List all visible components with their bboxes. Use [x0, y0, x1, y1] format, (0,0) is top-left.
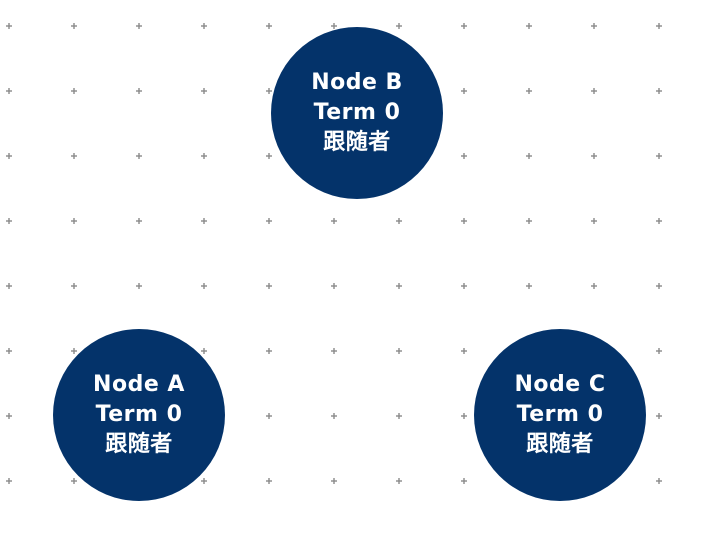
grid-dot: [396, 348, 402, 354]
node-a-role: 跟随者: [105, 432, 173, 457]
grid-dot: [526, 153, 532, 159]
grid-dot: [266, 153, 272, 159]
grid-dot: [591, 283, 597, 289]
grid-dot: [591, 218, 597, 224]
grid-dot: [136, 153, 142, 159]
grid-dot: [266, 413, 272, 419]
node-b-name: Node B: [311, 70, 403, 95]
grid-dot: [396, 283, 402, 289]
grid-dot: [201, 153, 207, 159]
node-b[interactable]: Node B Term 0 跟随者: [271, 27, 443, 199]
grid-dot: [201, 88, 207, 94]
grid-dot: [591, 23, 597, 29]
grid-dot: [6, 88, 12, 94]
grid-dot: [526, 218, 532, 224]
grid-dot: [396, 23, 402, 29]
grid-dot: [461, 153, 467, 159]
grid-dot: [6, 153, 12, 159]
grid-dot: [656, 88, 662, 94]
grid-dot: [396, 413, 402, 419]
grid-dot: [201, 283, 207, 289]
grid-dot: [461, 413, 467, 419]
grid-dot: [6, 413, 12, 419]
grid-dot: [591, 88, 597, 94]
grid-dot: [656, 153, 662, 159]
grid-dot: [526, 88, 532, 94]
grid-dot: [526, 23, 532, 29]
grid-dot: [331, 348, 337, 354]
grid-dot: [656, 478, 662, 484]
grid-dot: [136, 88, 142, 94]
grid-dot: [71, 153, 77, 159]
grid-dot: [656, 413, 662, 419]
grid-dot: [656, 283, 662, 289]
grid-dot: [656, 218, 662, 224]
node-c-name: Node C: [514, 372, 606, 397]
grid-dot: [331, 283, 337, 289]
grid-dot: [201, 23, 207, 29]
node-a-term: Term 0: [95, 402, 183, 427]
grid-dot: [6, 478, 12, 484]
node-b-term: Term 0: [313, 100, 401, 125]
grid-dot: [266, 283, 272, 289]
node-c[interactable]: Node C Term 0 跟随者: [474, 329, 646, 501]
grid-dot: [71, 218, 77, 224]
grid-dot: [461, 88, 467, 94]
grid-dot: [266, 23, 272, 29]
grid-dot: [71, 88, 77, 94]
grid-dot: [266, 478, 272, 484]
grid-dot: [656, 348, 662, 354]
grid-dot: [331, 478, 337, 484]
grid-dot: [201, 478, 207, 484]
grid-dot: [201, 218, 207, 224]
node-c-role: 跟随者: [526, 432, 594, 457]
grid-dot: [331, 413, 337, 419]
grid-dot: [266, 348, 272, 354]
grid-dot: [136, 23, 142, 29]
grid-dot: [201, 348, 207, 354]
grid-dot: [6, 348, 12, 354]
node-c-term: Term 0: [516, 402, 604, 427]
grid-dot: [6, 283, 12, 289]
grid-dot: [396, 478, 402, 484]
node-a-name: Node A: [93, 372, 185, 397]
grid-dot: [331, 218, 337, 224]
grid-dot: [71, 283, 77, 289]
grid-dot: [331, 23, 337, 29]
grid-dot: [461, 283, 467, 289]
grid-dot: [396, 218, 402, 224]
grid-dot: [136, 283, 142, 289]
grid-dot: [136, 218, 142, 224]
grid-dot: [526, 283, 532, 289]
grid-dot: [71, 478, 77, 484]
grid-dot: [6, 23, 12, 29]
grid-dot: [461, 23, 467, 29]
grid-dot: [591, 153, 597, 159]
grid-dot: [461, 478, 467, 484]
grid-dot: [6, 218, 12, 224]
grid-dot: [461, 218, 467, 224]
node-b-role: 跟随者: [323, 130, 391, 155]
grid-dot: [71, 23, 77, 29]
node-a[interactable]: Node A Term 0 跟随者: [53, 329, 225, 501]
grid-dot: [461, 348, 467, 354]
grid-dot: [71, 348, 77, 354]
grid-dot: [656, 23, 662, 29]
grid-dot: [266, 218, 272, 224]
grid-dot: [266, 88, 272, 94]
